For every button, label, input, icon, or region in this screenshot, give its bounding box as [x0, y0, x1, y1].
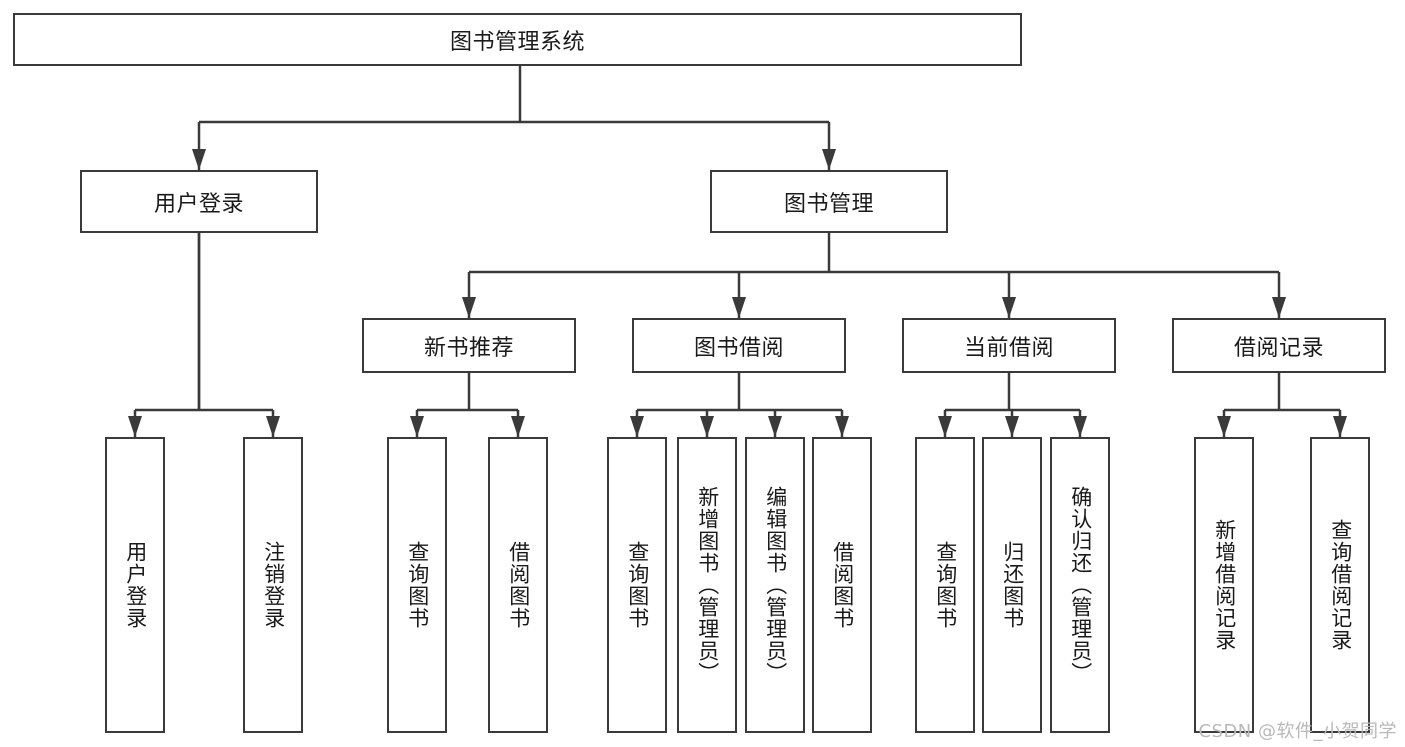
- node-label: 确认归还（管理员）: [1068, 486, 1093, 684]
- level3-node-current-borrow[interactable]: 当前借阅: [902, 318, 1116, 373]
- node-label: 新增借阅记录: [1212, 519, 1237, 651]
- level2-node-book-manage[interactable]: 图书管理: [710, 170, 948, 233]
- node-label: 借阅图书: [830, 541, 855, 629]
- arrow-head-icon: [128, 416, 142, 437]
- node-label: 归还图书: [1000, 541, 1025, 629]
- node-label: 借阅图书: [506, 541, 531, 629]
- node-label: 查询图书: [933, 541, 958, 629]
- level3-node-book-borrow[interactable]: 图书借阅: [632, 318, 846, 373]
- leaf-node-leaf-edit-book-admin[interactable]: 编辑图书（管理员）: [745, 437, 805, 733]
- arrow-head-icon: [511, 416, 525, 437]
- arrow-head-icon: [822, 149, 836, 170]
- node-label: 用户登录: [123, 541, 148, 629]
- node-label: 查询图书: [625, 541, 650, 629]
- arrow-head-icon: [1005, 416, 1019, 437]
- leaf-node-leaf-query-book-rec[interactable]: 查询图书: [387, 437, 447, 733]
- arrow-head-icon: [410, 416, 424, 437]
- leaf-node-leaf-user-login[interactable]: 用户登录: [105, 437, 165, 733]
- leaf-node-leaf-query-book-current[interactable]: 查询图书: [915, 437, 975, 733]
- leaf-node-leaf-query-book-borrow[interactable]: 查询图书: [607, 437, 667, 733]
- node-label: 查询图书: [405, 541, 430, 629]
- arrow-head-icon: [835, 416, 849, 437]
- leaf-node-leaf-query-borrow-record[interactable]: 查询借阅记录: [1310, 437, 1370, 733]
- arrow-head-icon: [938, 416, 952, 437]
- arrow-head-icon: [192, 149, 206, 170]
- leaf-node-leaf-borrow-book-rec[interactable]: 借阅图书: [488, 437, 548, 733]
- arrow-head-icon: [630, 416, 644, 437]
- arrow-head-icon: [266, 416, 280, 437]
- node-label: 查询借阅记录: [1328, 519, 1353, 651]
- arrow-head-icon: [768, 416, 782, 437]
- arrow-head-icon: [732, 297, 746, 318]
- node-label: 注销登录: [261, 541, 286, 629]
- node-label: 当前借阅: [963, 335, 1054, 361]
- leaf-node-leaf-return-book[interactable]: 归还图书: [982, 437, 1042, 733]
- root-node-root[interactable]: 图书管理系统: [13, 13, 1022, 66]
- node-label: 图书管理: [783, 191, 874, 217]
- node-label: 用户登录: [153, 191, 244, 217]
- leaf-node-leaf-confirm-return-admin[interactable]: 确认归还（管理员）: [1050, 437, 1110, 733]
- node-label: 借阅记录: [1233, 335, 1324, 361]
- node-label: 新增图书（管理员）: [695, 486, 720, 684]
- arrow-head-icon: [1073, 416, 1087, 437]
- node-label: 编辑图书（管理员）: [763, 486, 788, 684]
- arrow-head-icon: [1333, 416, 1347, 437]
- arrow-head-icon: [700, 416, 714, 437]
- leaf-node-leaf-add-borrow-record[interactable]: 新增借阅记录: [1194, 437, 1254, 733]
- arrow-head-icon: [1002, 297, 1016, 318]
- level3-node-new-book-recommend[interactable]: 新书推荐: [362, 318, 576, 373]
- leaf-node-leaf-user-logout[interactable]: 注销登录: [243, 437, 303, 733]
- level2-node-user-login[interactable]: 用户登录: [80, 170, 318, 233]
- leaf-node-leaf-borrow-book[interactable]: 借阅图书: [812, 437, 872, 733]
- arrow-head-icon: [1217, 416, 1231, 437]
- node-label: 图书管理系统: [449, 29, 585, 55]
- arrow-head-icon: [462, 297, 476, 318]
- level3-node-borrow-record[interactable]: 借阅记录: [1172, 318, 1386, 373]
- node-label: 新书推荐: [423, 335, 514, 361]
- node-label: 图书借阅: [693, 335, 784, 361]
- leaf-node-leaf-add-book-admin[interactable]: 新增图书（管理员）: [677, 437, 737, 733]
- watermark-text: CSDN @软件_小贺同学: [1198, 721, 1397, 742]
- arrow-head-icon: [1272, 297, 1286, 318]
